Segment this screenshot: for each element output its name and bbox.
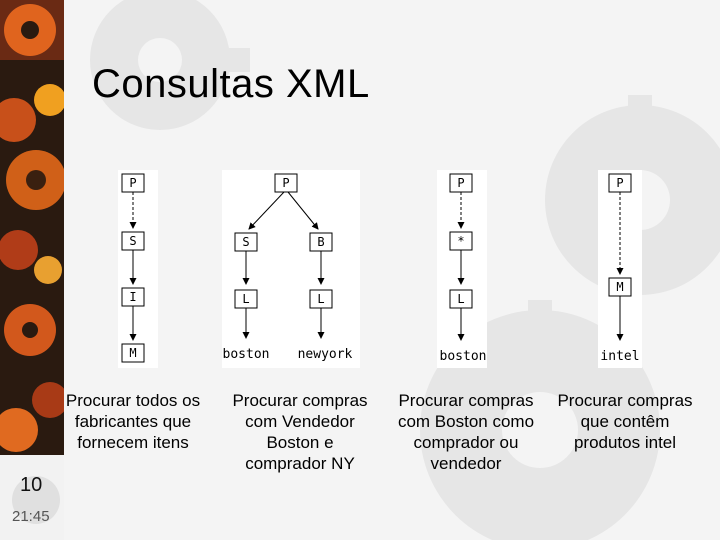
- tree4-leaf: intel: [600, 349, 639, 364]
- tree3-node-level3: L: [457, 292, 464, 306]
- tree2-node-right2: B: [317, 235, 324, 249]
- tree2-leaf-left: boston: [223, 347, 270, 362]
- tree1-node-root: P: [129, 176, 136, 190]
- tree3-leaf: boston: [440, 349, 487, 364]
- slide-number: 10: [20, 474, 42, 497]
- tree-panel-3: [437, 170, 487, 368]
- tree-panel-1: [118, 170, 158, 368]
- slide-time: 21:45: [12, 508, 50, 525]
- query-caption-2: Procurar compras com Vendedor Boston e c…: [228, 390, 372, 474]
- tree1-node-level4: M: [129, 346, 136, 360]
- tree2-node-root: P: [282, 176, 289, 190]
- tree2-node-right3: L: [317, 292, 324, 306]
- tree-panel-2: [222, 170, 360, 368]
- query-caption-1: Procurar todos os fabricantes que fornec…: [60, 390, 206, 453]
- slide-title: Consultas XML: [92, 62, 370, 107]
- tree1-node-level3: I: [129, 290, 136, 304]
- tree3-node-root: P: [457, 176, 464, 190]
- tree4-node-level3: M: [616, 280, 623, 294]
- tree2-node-left3: L: [242, 292, 249, 306]
- query-caption-3: Procurar compras com Boston como comprad…: [396, 390, 536, 474]
- tree3-node-wildcard: *: [457, 234, 464, 248]
- tree2-node-left2: S: [242, 235, 249, 249]
- query-caption-4: Procurar compras que contêm produtos int…: [556, 390, 694, 453]
- tree1-node-level2: S: [129, 234, 136, 248]
- tree2-leaf-right: newyork: [298, 347, 353, 362]
- tree4-node-root: P: [616, 176, 623, 190]
